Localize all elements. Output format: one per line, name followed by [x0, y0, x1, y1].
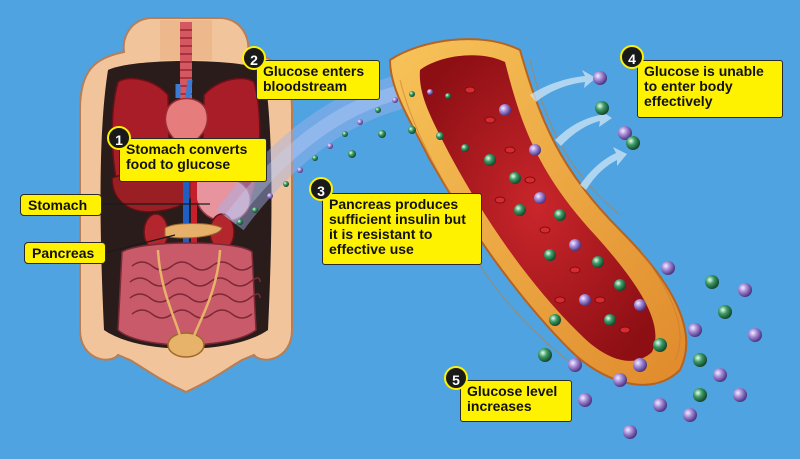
- glucose-molecule-green: [378, 130, 386, 138]
- glucose-molecule-purple: [593, 71, 607, 85]
- glucose-molecule-purple: [297, 167, 303, 173]
- glucose-molecule-green: [436, 132, 444, 140]
- glucose-molecule-green: [544, 249, 556, 261]
- glucose-molecule-purple: [579, 294, 591, 306]
- glucose-molecule-green: [604, 314, 616, 326]
- glucose-molecule-green: [718, 305, 732, 319]
- glucose-molecule-purple: [634, 299, 646, 311]
- step-3-callout: Pancreas produces sufficient insulin but…: [322, 193, 482, 265]
- heart: [164, 97, 209, 149]
- glucose-molecule-purple: [529, 144, 541, 156]
- step-5-badge: 5: [444, 366, 468, 390]
- glucose-molecule-green: [538, 348, 552, 362]
- aorta: [191, 150, 197, 260]
- glucose-molecule-purple: [688, 323, 702, 337]
- glucose-molecule-green: [705, 275, 719, 289]
- glucose-molecule-green: [283, 181, 289, 187]
- glucose-molecule-purple: [633, 358, 647, 372]
- glucose-molecule-green: [592, 256, 604, 268]
- step-1-callout: Stomach converts food to glucose: [119, 138, 267, 182]
- glucose-molecules: [237, 71, 762, 439]
- glucose-molecule-green: [509, 172, 521, 184]
- pancreas-label: Pancreas: [24, 242, 106, 264]
- glucose-molecule-green: [549, 314, 561, 326]
- glucose-molecule-purple: [713, 368, 727, 382]
- glucose-molecule-green: [408, 126, 416, 134]
- glucose-molecule-purple: [661, 261, 675, 275]
- glucose-molecule-purple: [327, 143, 333, 149]
- glucose-molecule-green: [461, 144, 469, 152]
- pancreas-organ: [164, 223, 223, 239]
- intestines: [117, 242, 261, 346]
- glucose-molecule-green: [445, 93, 451, 99]
- stomach-label: Stomach: [20, 194, 102, 216]
- glucose-molecule-green: [693, 353, 707, 367]
- glucose-molecule-purple: [683, 408, 697, 422]
- glucose-molecule-purple: [613, 373, 627, 387]
- glucose-molecule-green: [653, 338, 667, 352]
- glucose-molecule-purple: [392, 97, 398, 103]
- step-5-callout: Glucose level increases: [460, 380, 572, 422]
- step-3-badge: 3: [309, 177, 333, 201]
- glucose-molecule-purple: [748, 328, 762, 342]
- glucose-molecule-green: [237, 219, 243, 225]
- bladder: [167, 332, 205, 358]
- step-1-badge: 1: [107, 126, 131, 150]
- glucose-molecule-purple: [733, 388, 747, 402]
- glucose-molecule-green: [252, 207, 258, 213]
- glucose-molecule-purple: [653, 398, 667, 412]
- glucose-molecule-purple: [578, 393, 592, 407]
- step-2-badge: 2: [242, 46, 266, 70]
- step-2-callout: Glucose enters bloodstream: [256, 60, 380, 100]
- glucose-molecule-purple: [499, 104, 511, 116]
- glucose-molecule-green: [375, 107, 381, 113]
- glucose-molecule-green: [693, 388, 707, 402]
- step-4-badge: 4: [620, 45, 644, 69]
- glucose-molecule-green: [514, 204, 526, 216]
- glucose-molecule-green: [312, 155, 318, 161]
- glucose-molecule-purple: [618, 126, 632, 140]
- glucose-molecule-green: [484, 154, 496, 166]
- glucose-molecule-purple: [357, 119, 363, 125]
- step-4-callout: Glucose is unable to enter body effectiv…: [637, 60, 783, 118]
- glucose-molecule-purple: [427, 89, 433, 95]
- glucose-molecule-green: [409, 91, 415, 97]
- glucose-molecule-green: [554, 209, 566, 221]
- glucose-molecule-purple: [534, 192, 546, 204]
- escape-arrows: [530, 70, 627, 190]
- glucose-molecule-green: [348, 150, 356, 158]
- glucose-molecule-green: [595, 101, 609, 115]
- vena-cava: [183, 150, 189, 260]
- glucose-molecule-purple: [623, 425, 637, 439]
- glucose-molecule-purple: [267, 193, 273, 199]
- glucose-molecule-purple: [568, 358, 582, 372]
- glucose-molecule-purple: [569, 239, 581, 251]
- blood-vessel: [388, 38, 688, 386]
- glucose-molecule-green: [342, 131, 348, 137]
- glucose-molecule-green: [614, 279, 626, 291]
- glucose-molecule-purple: [738, 283, 752, 297]
- pancreas-leader: [103, 234, 176, 254]
- glucose-molecule-green: [626, 136, 640, 150]
